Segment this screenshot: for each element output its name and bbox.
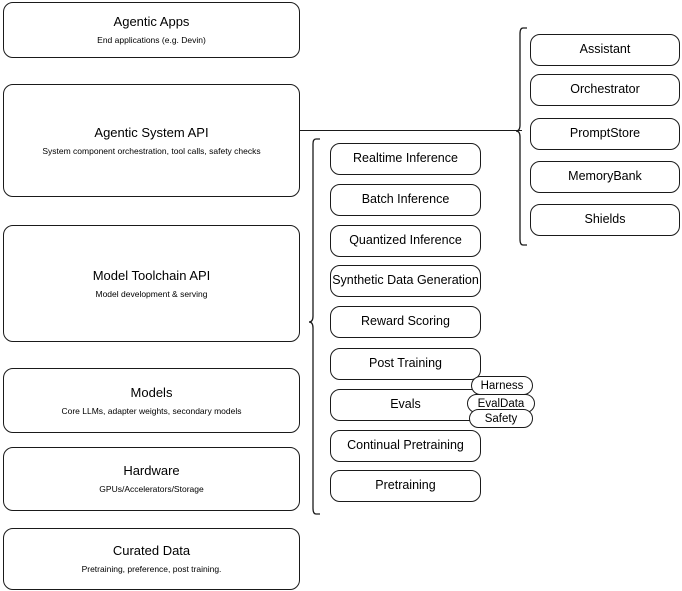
stack-layer-agentic-apps[interactable]: Agentic Apps End applications (e.g. Devi… [3, 2, 300, 58]
stack-layer-agentic-system-api[interactable]: Agentic System API System component orch… [3, 84, 300, 197]
capability-batch-inference[interactable]: Batch Inference [330, 184, 481, 216]
layer-subtitle: End applications (e.g. Devin) [97, 35, 206, 46]
capability-realtime-inference[interactable]: Realtime Inference [330, 143, 481, 175]
layer-title: Hardware [123, 463, 180, 479]
system-component-assistant[interactable]: Assistant [530, 34, 680, 66]
capability-label: Post Training [369, 356, 442, 371]
connector-system-api-to-components [300, 130, 522, 132]
layer-title: Agentic System API [94, 124, 209, 140]
component-label: Shields [584, 212, 626, 227]
capability-continual-pretraining[interactable]: Continual Pretraining [330, 430, 481, 462]
pill-label: Safety [484, 412, 518, 425]
brace-toolchain-capabilities [308, 138, 320, 515]
stack-layer-curated-data[interactable]: Curated Data Pretraining, preference, po… [3, 528, 300, 590]
component-label: Orchestrator [570, 82, 640, 97]
layer-subtitle: Core LLMs, adapter weights, secondary mo… [61, 405, 242, 416]
layer-subtitle: Pretraining, preference, post training. [81, 564, 222, 575]
capability-reward-scoring[interactable]: Reward Scoring [330, 306, 481, 338]
layer-subtitle: GPUs/Accelerators/Storage [99, 484, 204, 495]
brace-system-components [515, 27, 527, 246]
capability-pretraining[interactable]: Pretraining [330, 470, 481, 502]
stack-layer-hardware[interactable]: Hardware GPUs/Accelerators/Storage [3, 447, 300, 511]
capability-evals[interactable]: Evals [330, 389, 481, 421]
system-component-orchestrator[interactable]: Orchestrator [530, 74, 680, 106]
system-component-memorybank[interactable]: MemoryBank [530, 161, 680, 193]
layer-title: Agentic Apps [113, 14, 190, 30]
capability-label: Quantized Inference [349, 233, 462, 248]
capability-label: Continual Pretraining [347, 438, 464, 453]
evals-subcomponent-safety[interactable]: Safety [469, 409, 533, 428]
capability-post-training[interactable]: Post Training [330, 348, 481, 380]
capability-label: Realtime Inference [353, 151, 458, 166]
component-label: PromptStore [569, 126, 641, 141]
layer-subtitle: System component orchestration, tool cal… [42, 145, 261, 156]
capability-synthetic-data-generation[interactable]: Synthetic Data Generation [330, 265, 481, 297]
layer-title: Models [130, 384, 173, 400]
stack-layer-model-toolchain-api[interactable]: Model Toolchain API Model development & … [3, 225, 300, 342]
capability-label: Batch Inference [361, 192, 450, 207]
stack-layer-models[interactable]: Models Core LLMs, adapter weights, secon… [3, 368, 300, 433]
pill-label: EvalData [477, 397, 525, 410]
capability-label: Pretraining [375, 478, 436, 493]
system-component-shields[interactable]: Shields [530, 204, 680, 236]
component-label: Assistant [579, 42, 631, 57]
evals-subcomponent-harness[interactable]: Harness [471, 376, 533, 395]
pill-label: Harness [480, 379, 524, 392]
capability-label: Reward Scoring [361, 314, 450, 329]
capability-label: Evals [390, 397, 421, 412]
layer-title: Curated Data [112, 543, 191, 559]
capability-quantized-inference[interactable]: Quantized Inference [330, 225, 481, 257]
layer-title: Model Toolchain API [92, 267, 211, 283]
system-component-promptstore[interactable]: PromptStore [530, 118, 680, 150]
component-label: MemoryBank [568, 169, 642, 184]
layer-subtitle: Model development & serving [95, 288, 208, 299]
capability-label: Synthetic Data Generation [332, 273, 479, 288]
